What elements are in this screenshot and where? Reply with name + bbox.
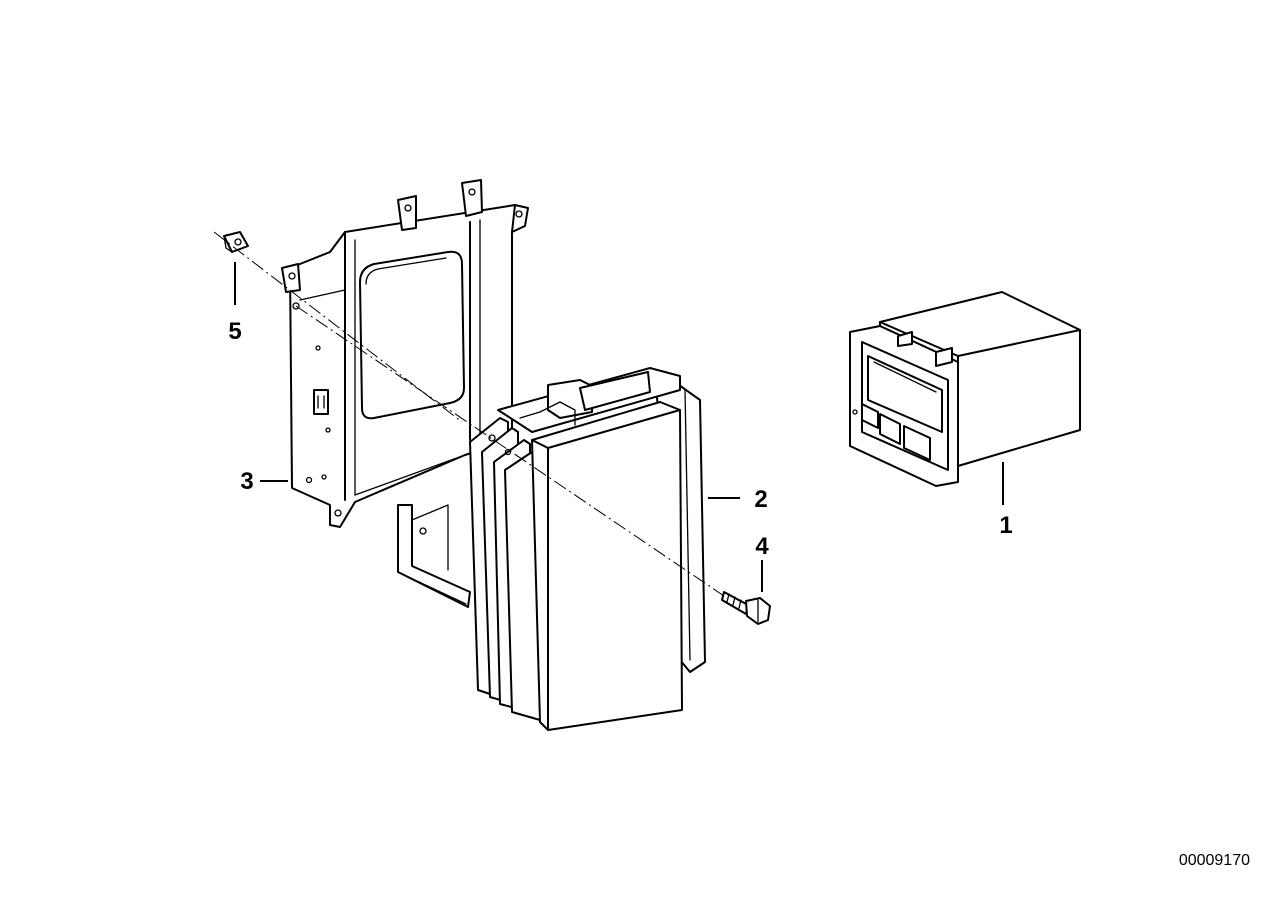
assembly-line-bolt	[295, 305, 725, 597]
display-module-part	[849, 291, 1081, 487]
control-unit-part	[469, 367, 706, 731]
document-number: 00009170	[1179, 852, 1250, 869]
callout-5: 5	[228, 318, 241, 345]
callout-3: 3	[240, 468, 253, 495]
assembly-line-clip	[213, 231, 463, 423]
bolt-part	[721, 591, 771, 625]
clip-nut-part	[223, 231, 249, 253]
callout-2: 2	[754, 486, 767, 513]
callout-4: 4	[755, 533, 769, 560]
mounting-bracket-part	[281, 179, 529, 608]
callout-1: 1	[999, 512, 1012, 539]
